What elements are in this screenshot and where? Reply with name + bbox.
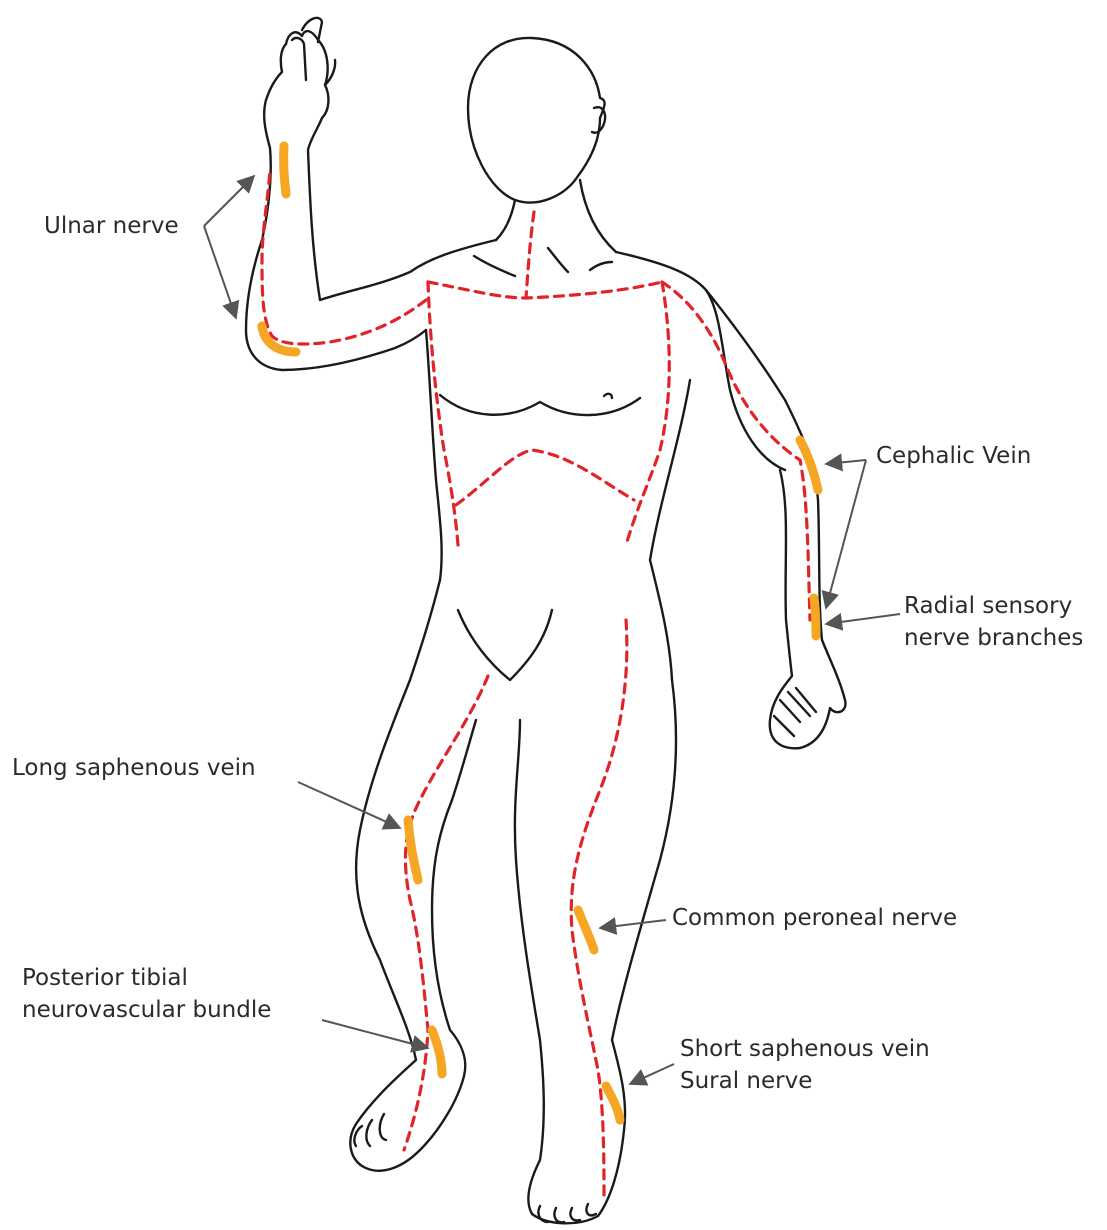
chest-line bbox=[440, 395, 640, 415]
label-cephalic-vein: Cephalic Vein bbox=[876, 440, 1031, 472]
arrow-long-saphenous bbox=[298, 782, 400, 828]
arrow-cephalic-lower bbox=[826, 460, 866, 608]
incision-lowered-arm bbox=[662, 282, 810, 620]
label-ulnar-nerve: Ulnar nerve bbox=[44, 210, 179, 242]
incision-shoulders bbox=[428, 282, 662, 298]
incision-torso-right bbox=[626, 282, 669, 545]
label-long-saphenous-vein-text: Long saphenous vein bbox=[12, 752, 256, 784]
label-sural-nerve: Sural nerve bbox=[680, 1065, 930, 1097]
incision-neck bbox=[526, 212, 534, 298]
torso-side-right bbox=[650, 380, 690, 560]
label-radial-sensory-line2: nerve branches bbox=[904, 622, 1083, 654]
hand-fingers bbox=[774, 688, 816, 736]
raised-hand-finger-2 bbox=[302, 18, 322, 42]
label-ulnar-nerve-text: Ulnar nerve bbox=[44, 210, 179, 242]
head bbox=[468, 38, 605, 203]
hazard-long-saphenous bbox=[408, 820, 418, 880]
groin bbox=[458, 610, 552, 680]
label-radial-sensory: Radial sensory nerve branches bbox=[904, 590, 1083, 654]
leg-left bbox=[350, 680, 476, 1171]
hazard-peroneal bbox=[578, 910, 594, 950]
label-common-peroneal-nerve: Common peroneal nerve bbox=[672, 902, 957, 934]
hazard-ulnar-elbow bbox=[262, 326, 296, 352]
neck bbox=[496, 200, 515, 240]
label-posterior-tibial-line2: neurovascular bundle bbox=[22, 994, 271, 1026]
pelvis bbox=[410, 560, 672, 680]
label-posterior-tibial-line1: Posterior tibial bbox=[22, 962, 271, 994]
incision-leg-left bbox=[404, 676, 488, 1150]
label-cephalic-vein-text: Cephalic Vein bbox=[876, 440, 1031, 472]
incision-abdomen bbox=[456, 450, 634, 505]
hazard-radial bbox=[814, 598, 816, 636]
leader-arrows bbox=[204, 176, 900, 1084]
arrow-tibial bbox=[322, 1020, 428, 1048]
neck-muscle-3 bbox=[590, 262, 612, 270]
neck-right bbox=[580, 180, 616, 252]
arrow-ulnar-lower bbox=[204, 226, 236, 318]
hazard-cephalic bbox=[800, 440, 818, 490]
hazard-sural bbox=[606, 1086, 620, 1120]
nipple bbox=[604, 394, 612, 398]
neck-muscle-1 bbox=[474, 256, 515, 276]
arrow-radial bbox=[826, 614, 900, 624]
hazard-ulnar-wrist bbox=[284, 146, 286, 194]
label-radial-sensory-line1: Radial sensory bbox=[904, 590, 1083, 622]
raised-hand-finger-1 bbox=[292, 38, 306, 80]
raised-arm bbox=[246, 31, 496, 370]
arrow-sural bbox=[630, 1064, 674, 1084]
label-short-saphenous-sural: Short saphenous vein Sural nerve bbox=[680, 1033, 930, 1097]
arrow-peroneal bbox=[600, 920, 666, 928]
label-common-peroneal-nerve-text: Common peroneal nerve bbox=[672, 902, 957, 934]
neck-muscle-2 bbox=[548, 248, 568, 272]
label-long-saphenous-vein: Long saphenous vein bbox=[12, 752, 256, 784]
arrow-cephalic-upper bbox=[826, 460, 866, 464]
hazard-tibial bbox=[432, 1030, 442, 1074]
label-short-saphenous-vein: Short saphenous vein bbox=[680, 1033, 930, 1065]
lowered-arm bbox=[706, 290, 845, 748]
label-posterior-tibial: Posterior tibial neurovascular bundle bbox=[22, 962, 271, 1026]
arrow-ulnar-upper bbox=[204, 176, 254, 226]
